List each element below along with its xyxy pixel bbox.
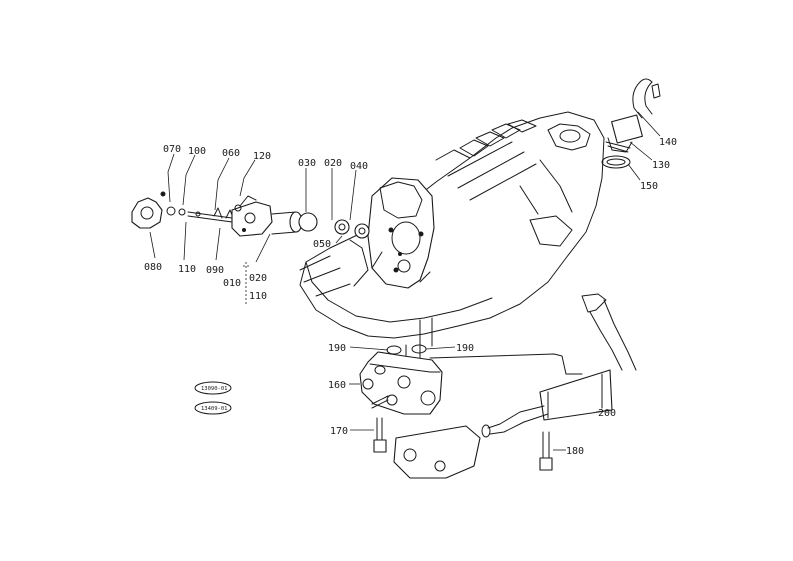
label-200: 200 <box>598 408 616 419</box>
manifold-block <box>359 344 443 415</box>
label-150: 150 <box>640 181 658 192</box>
label-070: 090 <box>206 265 224 276</box>
leader-lines <box>149 111 661 451</box>
reference-badges: 13090-01 13409-01 <box>194 381 232 415</box>
label-190-left: 190 <box>328 343 346 354</box>
engine-block <box>299 111 605 347</box>
label-080: 080 <box>144 262 162 273</box>
filler-assembly <box>601 78 661 169</box>
cooler-pipe <box>393 293 637 479</box>
label-060: 060 <box>222 148 240 159</box>
label-090: 070 <box>163 144 181 155</box>
label-020-group: 020 <box>249 273 267 284</box>
label-050: 050 <box>313 239 331 250</box>
label-030: 030 <box>298 158 316 169</box>
label-190-right: 190 <box>456 343 474 354</box>
reference-badge-1 <box>194 381 232 395</box>
reference-badge-2 <box>194 401 232 415</box>
label-180: 180 <box>566 446 584 457</box>
label-100: 100 <box>188 146 206 157</box>
label-130: 130 <box>652 160 670 171</box>
label-020-top: 020 <box>324 158 342 169</box>
label-160: 160 <box>328 380 346 391</box>
label-120: 120 <box>253 151 271 162</box>
reference-badge-1-text: 13090-01 <box>201 386 228 392</box>
label-040: 040 <box>350 161 368 172</box>
reference-badge-2-text: 13409-01 <box>201 406 228 412</box>
solenoid-assembly <box>131 191 370 305</box>
label-170: 170 <box>330 426 348 437</box>
part-labels: 070 100 060 120 030 020 040 050 080 110 … <box>144 137 677 457</box>
pump-housing <box>367 177 435 289</box>
label-110-group: 110 <box>249 291 267 302</box>
label-110: 110 <box>178 264 196 275</box>
bolt-180 <box>539 431 553 471</box>
label-010: 010 <box>223 278 241 289</box>
label-140: 140 <box>659 137 677 148</box>
bolt-170 <box>373 417 387 453</box>
